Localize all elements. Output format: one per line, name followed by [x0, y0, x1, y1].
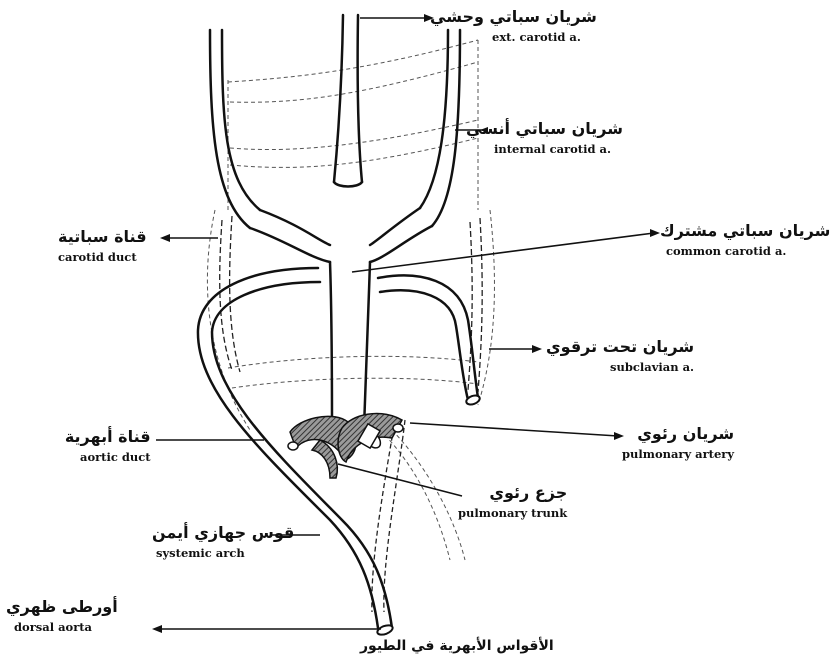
- systemic-arch-arabic: قوس جهازي أيمن: [152, 524, 294, 542]
- aortic-duct-english: aortic duct: [80, 451, 151, 464]
- ext-carotid-arabic: شريان سباتي وحشي: [430, 8, 597, 26]
- label-internal-carotid: شريان سباتي أنسي internal carotid a.: [466, 120, 623, 155]
- aortic-duct-lines: [372, 420, 405, 612]
- dorsal-aorta-arabic: أورطى ظهري: [6, 598, 118, 616]
- label-pulmonary-trunk: جزع رئوي pulmonary trunk: [462, 484, 567, 519]
- pulmonary-vessels: [290, 414, 402, 478]
- figure-caption: الأقواس الأبهرية في الطيور: [360, 638, 554, 654]
- common-carotid-english: common carotid a.: [666, 245, 830, 258]
- carotid-duct-lines: [220, 216, 482, 392]
- internal-carotid-arabic: شريان سباتي أنسي: [466, 120, 623, 138]
- internal-carotid-english: internal carotid a.: [494, 143, 623, 156]
- label-pulmonary-artery: شريان رئوي pulmonary artery: [626, 425, 734, 460]
- label-aortic-duct: قناة أبهرية aortic duct: [52, 428, 151, 463]
- label-systemic-arch: قوس جهازي أيمن systemic arch: [152, 524, 294, 559]
- label-carotid-duct: قناة سباتية carotid duct: [58, 228, 147, 263]
- pulmonary-artery-arabic: شريان رئوي: [626, 425, 734, 443]
- dorsal-aorta-english: dorsal aorta: [14, 621, 118, 634]
- label-ext-carotid: شريان سباتي وحشي ext. carotid a.: [430, 8, 597, 43]
- pulmonary-trunk-english: pulmonary trunk: [458, 507, 567, 520]
- label-common-carotid: شريان سباتي مشترك common carotid a.: [660, 222, 830, 257]
- subclavian-arabic: شريان تحت ترقوي: [546, 338, 694, 356]
- subclavian-english: subclavian a.: [610, 361, 694, 374]
- carotid-duct-arabic: قناة سباتية: [58, 228, 147, 246]
- systemic-arch-english: systemic arch: [156, 547, 294, 560]
- common-carotid-arabic: شريان سباتي مشترك: [660, 222, 830, 240]
- ext-carotid-english: ext. carotid a.: [492, 31, 597, 44]
- pulmonary-trunk-arabic: جزع رئوي: [462, 484, 567, 502]
- label-dorsal-aorta: أورطى ظهري dorsal aorta: [6, 598, 118, 633]
- body-outline: [207, 40, 494, 560]
- aortic-duct-arabic: قناة أبهرية: [52, 428, 151, 446]
- carotid-duct-english: carotid duct: [58, 251, 147, 264]
- label-subclavian: شريان تحت ترقوي subclavian a.: [546, 338, 694, 373]
- pulmonary-artery-english: pulmonary artery: [622, 448, 734, 461]
